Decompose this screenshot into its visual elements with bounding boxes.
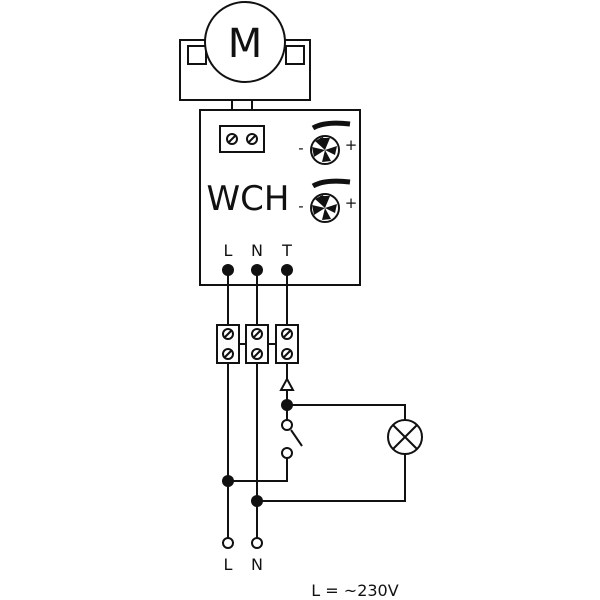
screw-terminal-icon [281,348,293,360]
fan-speed-arc-icon [311,120,351,131]
arrow-symbol-icon [279,376,295,391]
controller-terminal-label-t: T [281,241,292,260]
controller-terminal-dot-l [222,264,234,276]
motor-icon [204,1,286,83]
fan-1-plus-label: + [345,136,358,154]
motor [179,1,311,101]
fan-icon [310,135,340,165]
screw-terminal-icon [226,133,238,145]
motor-end-cap-right [285,45,305,65]
screw-terminal-icon [246,133,258,145]
junction-dot [222,475,234,487]
lamp-icon [387,419,423,455]
switch-icon [281,405,303,470]
controller-terminal-dot-t [281,264,293,276]
motor-end-cap-left [187,45,207,65]
motor-terminal-block [219,125,265,153]
supply-label-l: L [224,555,233,574]
fan-icon [310,193,340,223]
supply-terminal-l [222,537,234,549]
supply-terminal-n [251,537,263,549]
controller-terminal-label-n: N [251,241,263,260]
fan-speed-arc-icon [311,178,351,189]
screw-terminal-icon [222,348,234,360]
fan-speed-control-1 [310,120,351,165]
screw-terminal-icon [281,328,293,340]
controller-name: WCH [207,179,290,219]
fan-2-minus-label: - [298,197,303,215]
screw-terminal-icon [251,328,263,340]
lamp-return-wire [257,454,406,502]
controller-terminal-label-l: L [224,241,233,260]
controller-terminal-dot-n [251,264,263,276]
supply-note: L = ~230V [311,581,398,600]
lamp-feed-wire [287,404,406,420]
junction-dot [251,495,263,507]
supply-label-n: N [251,555,263,574]
screw-terminal-icon [222,328,234,340]
junction-dot [281,399,293,411]
fan-speed-control-2 [310,178,351,223]
screw-terminal-icon [251,348,263,360]
junction-dots [222,264,293,507]
terminal-block [216,324,299,364]
fan-1-minus-label: - [298,139,303,157]
fan-2-plus-label: + [345,194,358,212]
motor-label: M [228,21,263,67]
